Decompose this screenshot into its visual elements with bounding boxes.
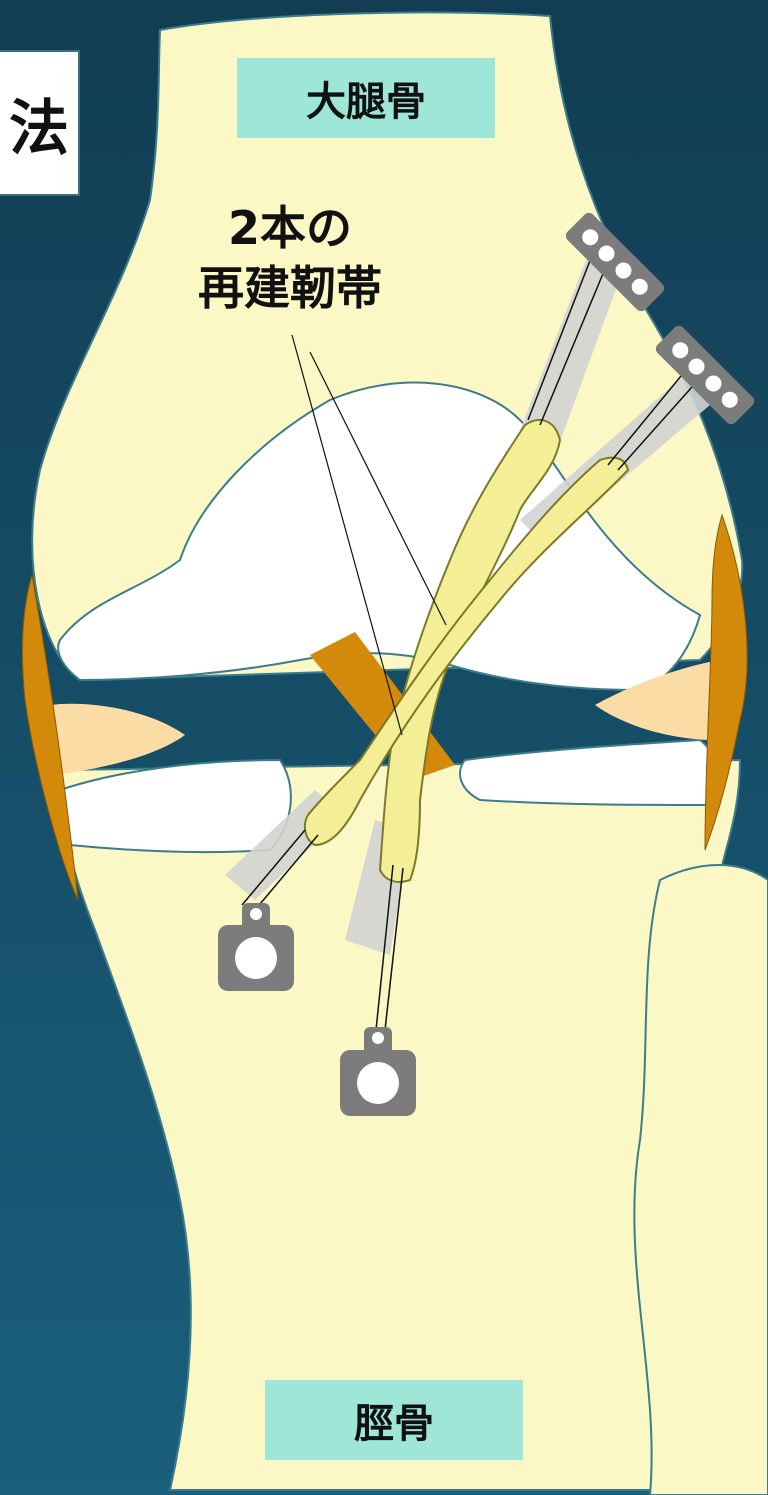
femur-label: 大腿骨 xyxy=(237,58,495,138)
tibia-label: 脛骨 xyxy=(265,1380,523,1460)
tibia-cartilage-right xyxy=(460,740,721,805)
title-fragment: 法 xyxy=(0,50,80,196)
ligament-label-line2: 再建靭帯 xyxy=(150,258,430,318)
meniscus-left xyxy=(47,704,185,775)
ligament-label: 2本の 再建靭帯 xyxy=(150,198,430,318)
ligament-label-line1: 2本の xyxy=(150,198,430,258)
fibula-bone xyxy=(634,865,768,1495)
